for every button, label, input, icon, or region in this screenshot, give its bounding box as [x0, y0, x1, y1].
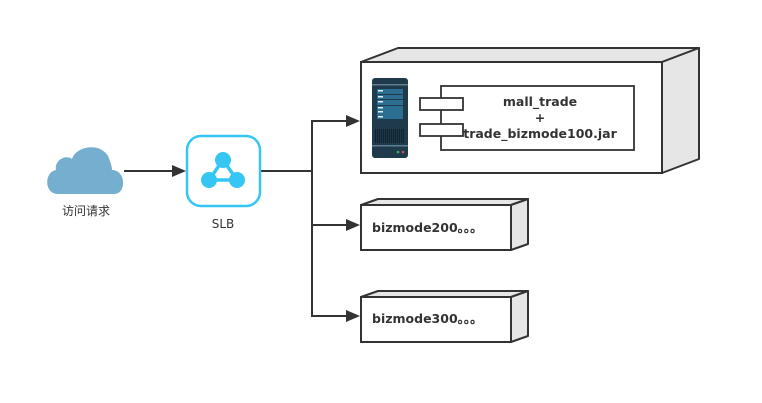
main-server-node[interactable]: mall_trade + trade_bizmode100.jar [360, 47, 700, 174]
server-icon [372, 78, 408, 158]
box-side-face [510, 198, 529, 251]
cloud-icon [47, 147, 124, 194]
slb-label: SLB [212, 217, 235, 231]
component-box[interactable]: mall_trade + trade_bizmode100.jar [419, 85, 635, 151]
component-jar: trade_bizmode100.jar [463, 126, 617, 142]
component-icon [419, 97, 464, 137]
biz200-label: bizmode200。。。 [372, 220, 483, 235]
component-plus: + [535, 110, 545, 125]
arrowhead-icon [172, 165, 186, 177]
client-node[interactable]: 访问请求 [47, 147, 124, 218]
client-label: 访问请求 [62, 204, 110, 218]
biz300-node[interactable]: bizmode300。。。 [360, 290, 529, 343]
edge-client-to-slb [124, 165, 186, 177]
box-front-face [360, 204, 512, 251]
box-side-face [510, 290, 529, 343]
edge-slb-to-main-server [311, 115, 360, 127]
arrowhead-icon [346, 115, 360, 127]
edge-slb-to-biz200 [311, 219, 360, 231]
box-top-face [360, 47, 700, 63]
component-name: mall_trade [503, 94, 577, 110]
biz200-node[interactable]: bizmode200。。。 [360, 198, 529, 251]
box-front-face [360, 296, 512, 343]
arrowhead-icon [346, 219, 360, 231]
biz300-label: bizmode300。。。 [372, 311, 483, 326]
load-balancer-icon [201, 152, 245, 188]
arrowhead-icon [346, 310, 360, 322]
edge-slb-to-biz300 [311, 310, 360, 322]
edge-slb-branches [261, 115, 360, 322]
slb-node[interactable]: SLB [185, 134, 262, 231]
box-side-face [661, 47, 700, 174]
slb-frame [185, 134, 262, 208]
